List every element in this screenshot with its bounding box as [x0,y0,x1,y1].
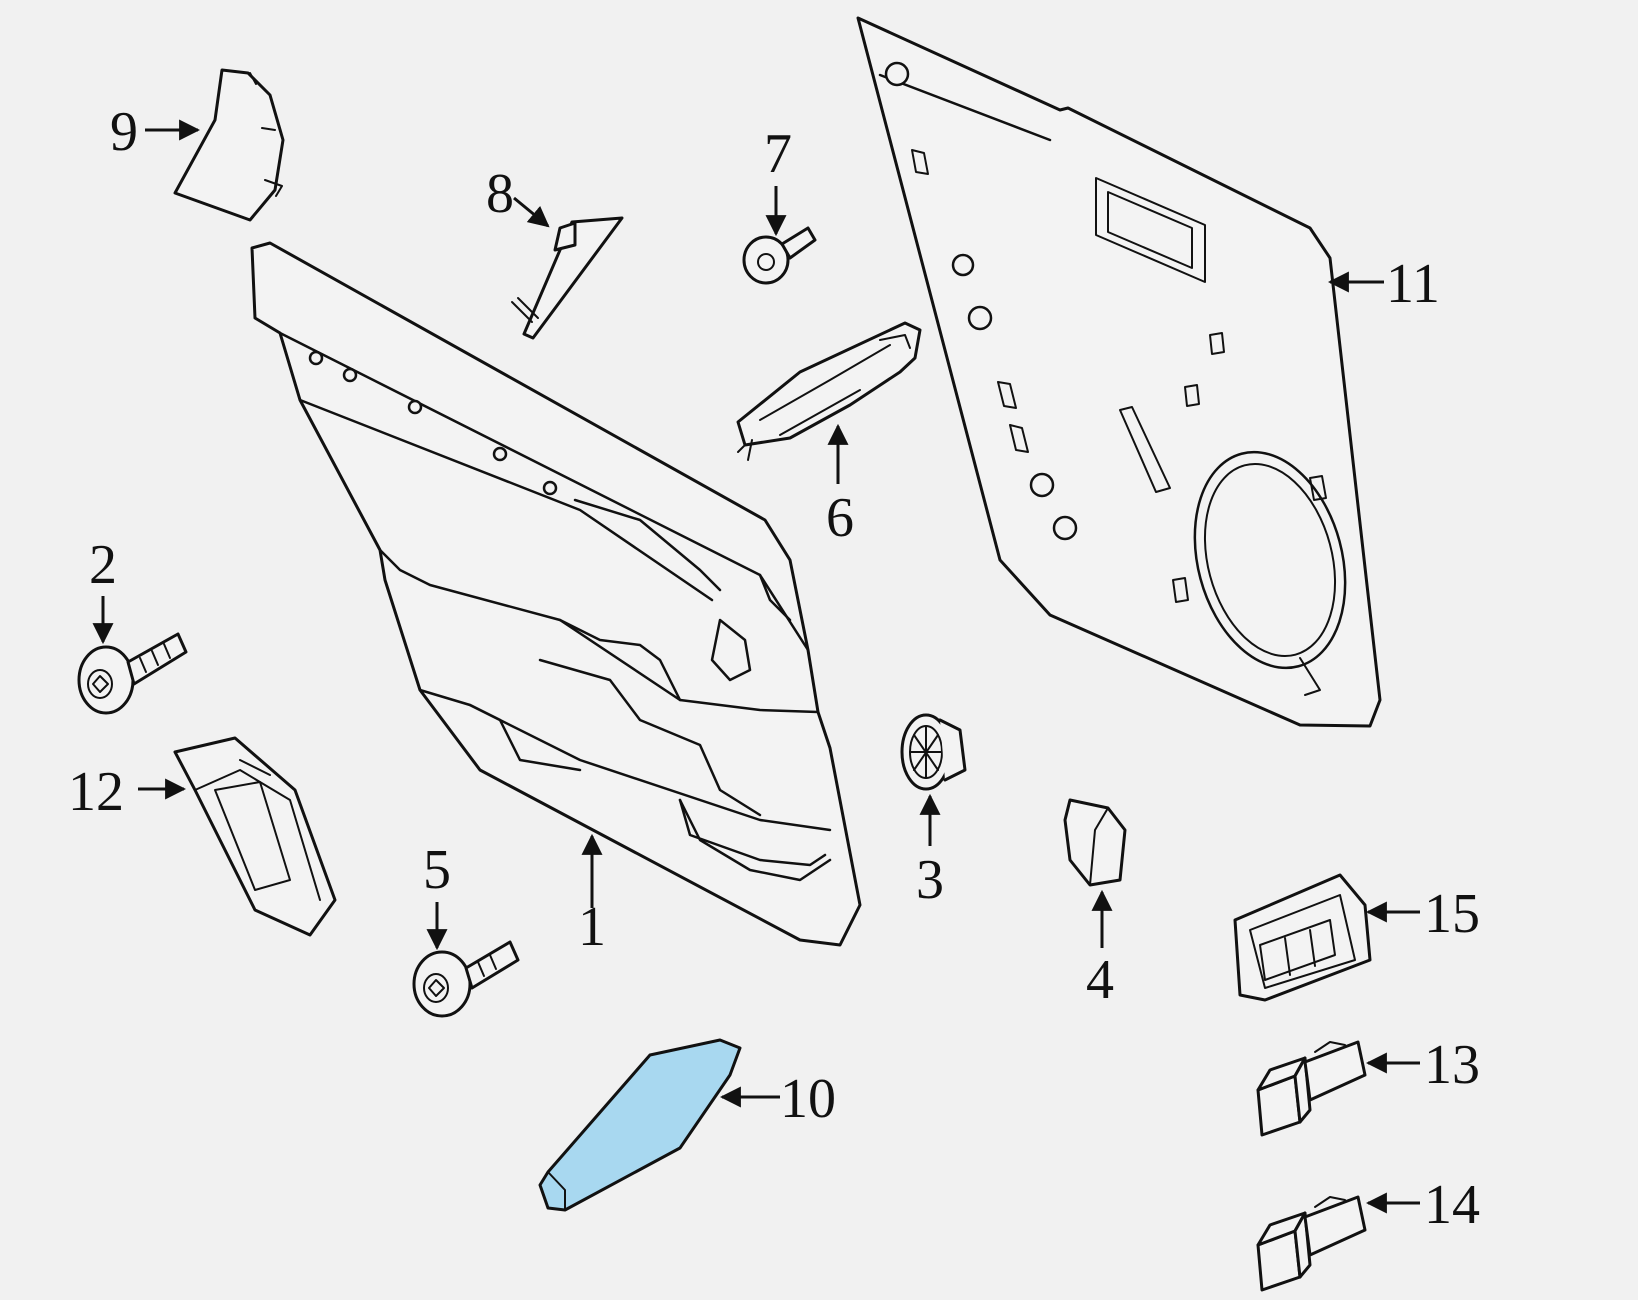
part-10-armrest-pad[interactable] [538,1038,742,1212]
callout-7: 7 [764,123,792,185]
part-9-trim-cap[interactable] [173,68,285,222]
callout-15: 15 [1424,883,1480,945]
part-12-switch-housing[interactable] [173,736,337,937]
part-7-bolt[interactable] [742,226,817,285]
part-15-window-switch[interactable] [1233,873,1372,1002]
part-6-handle-bracket[interactable] [736,321,922,461]
part-8-bracket[interactable] [511,216,624,340]
callout-11: 11 [1386,253,1440,315]
arrow-8 [513,196,550,228]
callout-3: 3 [916,849,944,911]
callout-14: 14 [1424,1174,1480,1236]
part-14-connector[interactable] [1256,1195,1367,1292]
callout-8: 8 [486,163,514,225]
part-5-bolt[interactable] [412,940,520,1018]
callout-5: 5 [423,839,451,901]
callout-6: 6 [826,487,854,549]
callout-numbers: 1 2 3 4 5 6 7 8 9 10 11 12 13 14 15 [68,101,1480,1236]
part-3-speaker[interactable] [900,713,967,791]
callout-2: 2 [89,534,117,596]
callout-9: 9 [110,101,138,163]
callout-1: 1 [578,896,606,958]
part-13-connector[interactable] [1256,1040,1367,1137]
callout-12: 12 [68,761,124,823]
leader-arrows [92,119,1420,1214]
part-11-door-panel-backing[interactable] [856,16,1382,728]
callout-13: 13 [1424,1034,1480,1096]
part-2-bolt[interactable] [77,632,188,715]
part-4-button-cap[interactable] [1063,798,1127,887]
part-1-door-trim-panel[interactable] [250,241,862,947]
callout-10: 10 [780,1068,836,1130]
callout-4: 4 [1086,949,1114,1011]
